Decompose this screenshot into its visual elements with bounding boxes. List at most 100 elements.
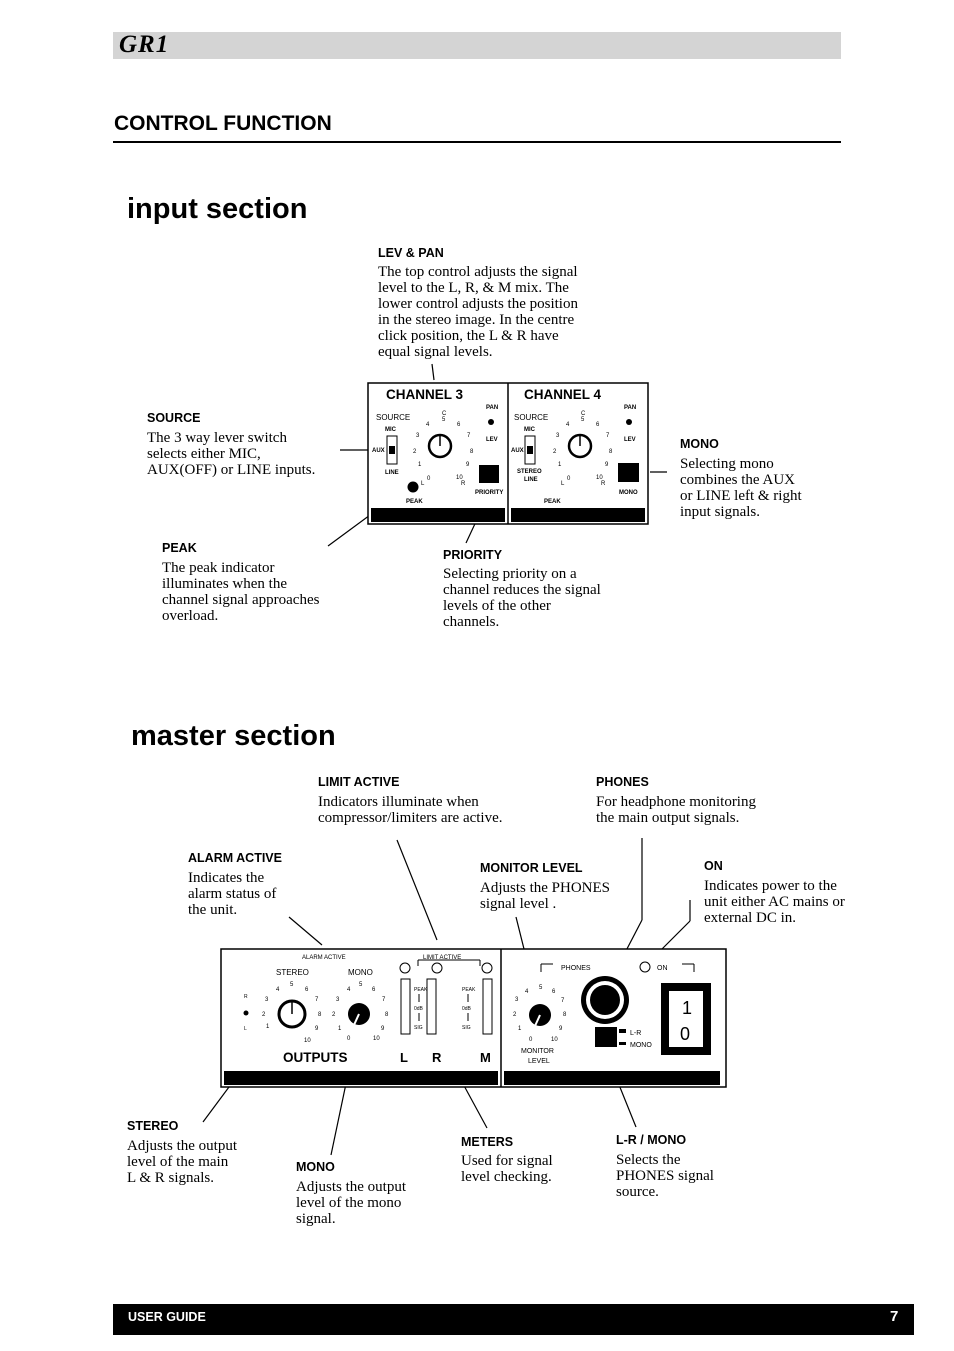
svg-text:9: 9	[466, 462, 470, 468]
svg-text:2: 2	[553, 449, 557, 455]
svg-text:10: 10	[456, 475, 463, 481]
svg-text:R: R	[244, 994, 248, 1000]
limit-active-leader	[396, 839, 438, 941]
svg-text:MONITOR: MONITOR	[521, 1048, 554, 1055]
svg-text:0: 0	[529, 1037, 533, 1043]
svg-text:4: 4	[276, 987, 280, 993]
output-meters: PEAK 0dB SIG PEAK 0dB SIG	[400, 978, 493, 1035]
svg-text:LINE: LINE	[385, 470, 399, 476]
ch4-mono-button	[618, 463, 639, 482]
svg-text:0dB: 0dB	[462, 1006, 472, 1012]
svg-text:MONO: MONO	[348, 968, 373, 977]
ch4-strip	[511, 508, 645, 522]
on-label: ON	[704, 859, 723, 873]
svg-text:L: L	[421, 481, 425, 487]
svg-text:9: 9	[605, 462, 609, 468]
svg-text:4: 4	[525, 989, 529, 995]
svg-text:1: 1	[338, 1026, 342, 1032]
monitor-level-description: Adjusts the PHONES signal level .	[480, 880, 611, 912]
priority-description: Selecting priority on a channel reduces …	[443, 566, 601, 630]
source-description: The 3 way lever switch selects either MI…	[147, 430, 316, 478]
svg-text:C: C	[581, 411, 586, 417]
svg-text:ON: ON	[657, 965, 668, 972]
lr-mono-switch	[595, 1027, 617, 1047]
svg-text:1: 1	[418, 462, 422, 468]
meters-description: Used for signal level checking.	[461, 1153, 553, 1185]
svg-text:PRIORITY: PRIORITY	[475, 490, 503, 496]
alarm-active-leader	[288, 916, 323, 946]
lev-pan-description: The top control adjusts the signal level…	[378, 264, 578, 360]
svg-text:C: C	[442, 411, 447, 417]
svg-text:MONO: MONO	[619, 490, 638, 496]
svg-text:5: 5	[359, 982, 363, 988]
mono-label: MONO	[680, 437, 719, 451]
svg-text:AUX: AUX	[372, 448, 385, 454]
svg-text:PAN: PAN	[624, 405, 636, 411]
svg-text:8: 8	[609, 449, 613, 455]
limit-led-r	[431, 962, 443, 974]
section-title: CONTROL FUNCTION	[114, 112, 332, 135]
svg-text:R: R	[461, 481, 466, 487]
svg-text:SOURCE: SOURCE	[514, 413, 548, 422]
svg-text:0: 0	[347, 1036, 351, 1042]
svg-text:5: 5	[539, 985, 543, 991]
svg-text:4: 4	[426, 422, 430, 428]
svg-text:3: 3	[416, 433, 420, 439]
on-description: Indicates power to the unit either AC ma…	[704, 878, 845, 926]
ch3-priority-button	[479, 465, 499, 483]
peak-label: PEAK	[162, 541, 197, 555]
svg-text:L-R: L-R	[630, 1030, 641, 1037]
svg-text:1: 1	[266, 1024, 270, 1030]
outputs-title: OUTPUTS	[283, 1050, 348, 1065]
ch4-title: CHANNEL 4	[524, 387, 602, 402]
limit-active-label: LIMIT ACTIVE	[318, 775, 400, 789]
monitor-strip	[504, 1071, 720, 1085]
phones-description: For headphone monitoring the main output…	[596, 794, 756, 826]
svg-text:STEREO: STEREO	[517, 469, 542, 475]
svg-text:PEAK: PEAK	[462, 987, 476, 993]
svg-text:10: 10	[596, 475, 603, 481]
channel-4: CHANNEL 4 SOURCE MIC AUX STEREO LINE C L…	[511, 387, 639, 505]
svg-text:9: 9	[559, 1026, 563, 1032]
limit-active-description: Indicators illuminate when compressor/li…	[318, 794, 503, 826]
svg-text:LINE: LINE	[524, 477, 538, 483]
ch3-title: CHANNEL 3	[386, 387, 464, 402]
lev-pan-label: LEV & PAN	[378, 246, 444, 260]
svg-text:2: 2	[413, 449, 417, 455]
svg-text:PHONES: PHONES	[561, 965, 591, 972]
limit-led-l	[399, 962, 411, 974]
limit-led-m	[481, 962, 493, 974]
phones-label: PHONES	[596, 775, 649, 789]
mono-out-label: MONO	[296, 1160, 335, 1174]
svg-text:7: 7	[606, 433, 610, 439]
svg-text:4: 4	[566, 422, 570, 428]
footer-title: USER GUIDE	[128, 1310, 206, 1324]
svg-text:L: L	[561, 481, 565, 487]
footer-bar	[113, 1304, 914, 1335]
svg-text:2: 2	[513, 1012, 517, 1018]
svg-text:STEREO: STEREO	[276, 968, 309, 977]
svg-text:LIMIT ACTIVE: LIMIT ACTIVE	[423, 955, 461, 961]
ch3-pan-knob	[488, 419, 494, 425]
svg-text:PEAK: PEAK	[414, 987, 428, 993]
svg-text:R: R	[601, 481, 606, 487]
header-bar	[113, 32, 841, 59]
monitor-level-label: MONITOR LEVEL	[480, 861, 583, 875]
svg-text:9: 9	[315, 1026, 319, 1032]
svg-text:6: 6	[596, 422, 600, 428]
svg-text:MONO: MONO	[630, 1042, 652, 1049]
outputs-strip	[224, 1071, 498, 1085]
svg-text:9: 9	[381, 1026, 385, 1032]
svg-text:6: 6	[372, 987, 376, 993]
svg-text:5: 5	[442, 417, 446, 423]
svg-text:L: L	[400, 1050, 408, 1065]
svg-text:LEV: LEV	[486, 437, 498, 443]
page-number: 7	[890, 1308, 899, 1325]
svg-text:3: 3	[515, 997, 519, 1003]
svg-text:LEV: LEV	[624, 437, 636, 443]
svg-text:8: 8	[318, 1012, 322, 1018]
svg-text:MIC: MIC	[524, 427, 536, 433]
svg-text:5: 5	[290, 982, 294, 988]
svg-text:MIC: MIC	[385, 427, 397, 433]
meters-label: METERS	[461, 1135, 514, 1149]
